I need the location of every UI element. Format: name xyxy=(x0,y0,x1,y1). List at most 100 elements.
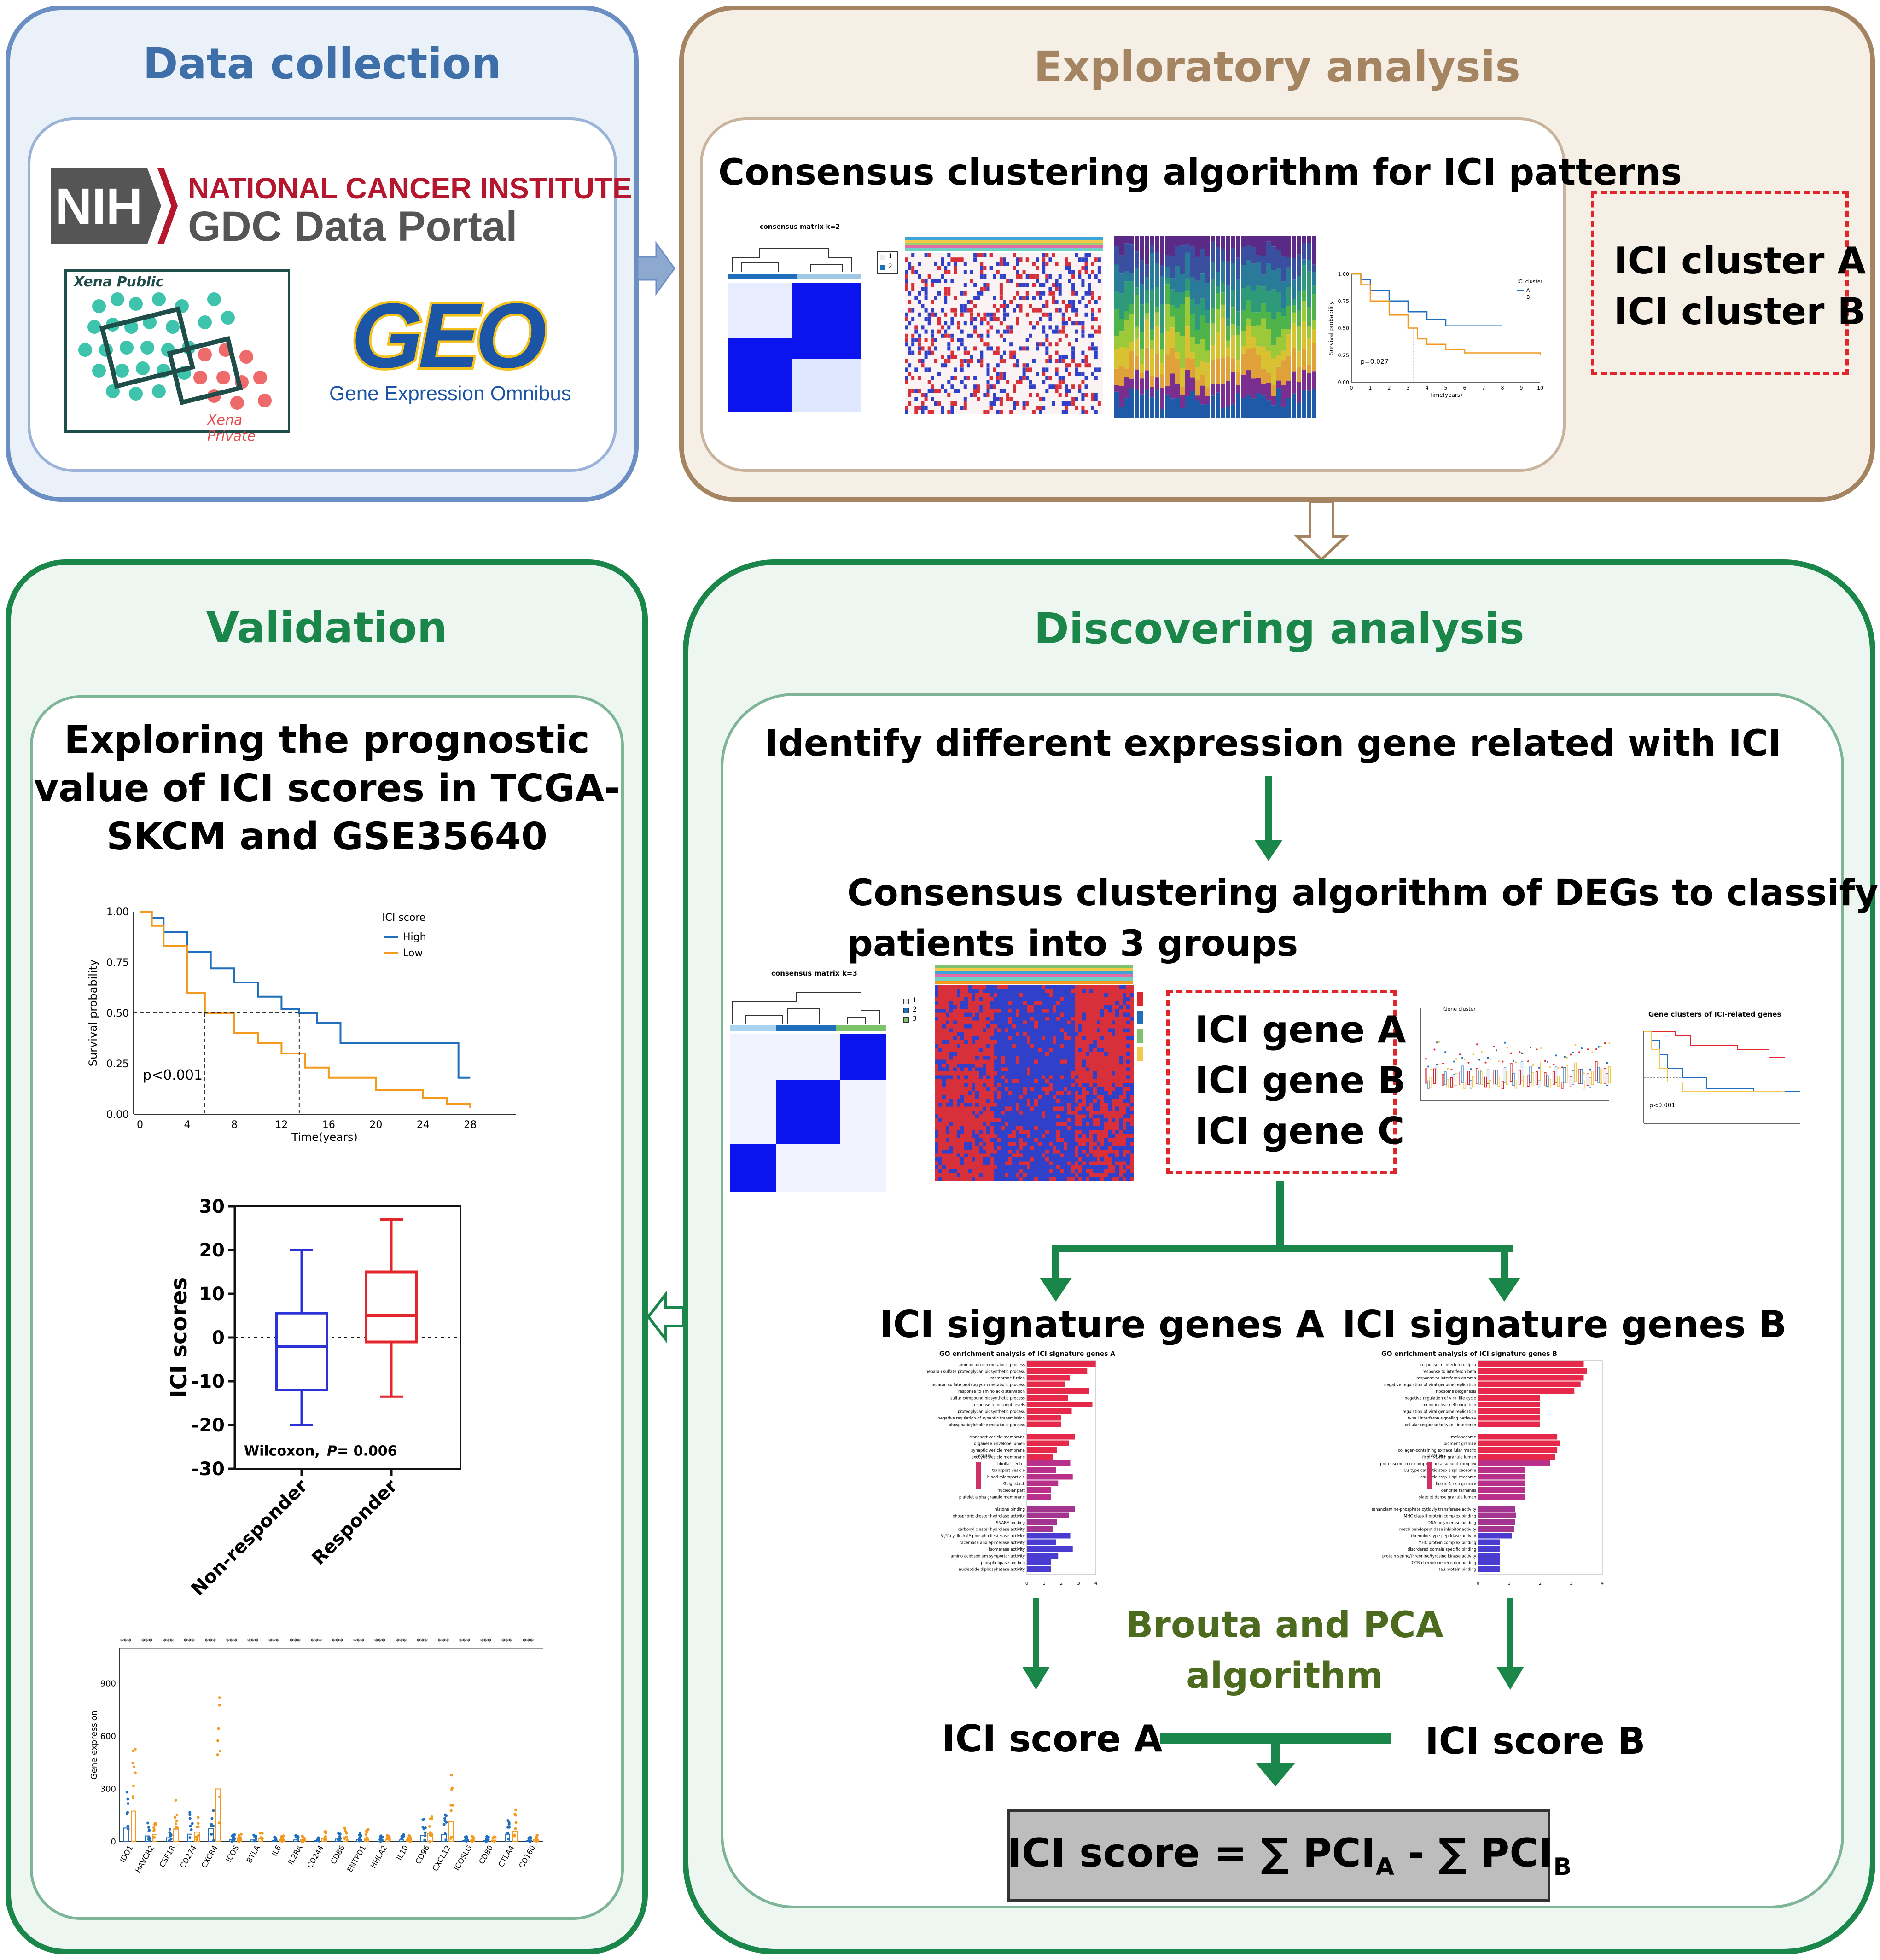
go-term-label: ficolin-1-rich granule xyxy=(1436,1482,1476,1487)
heat-cell xyxy=(1055,325,1059,330)
heat-cell xyxy=(1075,1040,1078,1044)
heat-cell xyxy=(1056,1048,1060,1052)
stacked-segment xyxy=(1211,262,1215,280)
heat-cell xyxy=(1056,1036,1060,1040)
small-box xyxy=(1600,1068,1602,1084)
heat-cell xyxy=(1060,1075,1064,1079)
heat-cell xyxy=(1089,1157,1093,1162)
heat-cell xyxy=(935,1114,938,1118)
heat-cell xyxy=(983,1052,986,1056)
heat-cell xyxy=(1009,350,1013,355)
heat-cell xyxy=(911,253,915,257)
heat-cell xyxy=(1060,1059,1064,1064)
heat-cell xyxy=(957,1044,960,1048)
heat-cell xyxy=(1060,1009,1064,1013)
heat-cell xyxy=(994,1005,997,1009)
heat-cell xyxy=(1086,1138,1089,1142)
small-box xyxy=(1506,1070,1509,1085)
heat-cell xyxy=(1019,1036,1023,1040)
heat-cell xyxy=(1078,363,1082,368)
go-term-label: transport vesicle membrane xyxy=(970,1435,1025,1440)
heat-cell xyxy=(1048,384,1052,389)
heat-cell xyxy=(1108,1122,1112,1126)
heat-cell xyxy=(1025,338,1029,342)
heat-cell xyxy=(1027,1165,1030,1169)
heat-cell xyxy=(1005,1118,1008,1122)
stacked-segment xyxy=(1216,309,1220,333)
heat-cell xyxy=(953,1040,957,1044)
go-bar xyxy=(1027,1494,1051,1500)
heat-cell xyxy=(1075,1165,1078,1169)
heat-cell xyxy=(975,1056,979,1060)
stacked-segment xyxy=(1160,363,1164,374)
small-box xyxy=(1527,1075,1530,1087)
heat-cell xyxy=(1115,1028,1119,1032)
heat-cell xyxy=(994,1040,997,1044)
heat-cell xyxy=(979,1059,983,1064)
heat-cell xyxy=(1071,985,1075,989)
heat-cell xyxy=(1034,1165,1038,1169)
heat-cell xyxy=(1060,1126,1064,1130)
heat-cell xyxy=(1030,1111,1034,1115)
heat-cell xyxy=(1019,1075,1023,1079)
heat-cell xyxy=(1084,359,1088,363)
p-value-label: p<0.001 xyxy=(143,1067,203,1083)
heat-cell xyxy=(1012,1040,1016,1044)
heat-cell xyxy=(1104,985,1108,989)
heat-cell xyxy=(1042,1114,1045,1118)
stacked-segment xyxy=(1246,300,1251,319)
heat-cell xyxy=(1056,1130,1060,1134)
heat-cell xyxy=(1045,1169,1049,1173)
heat-cell xyxy=(1126,1064,1130,1068)
heat-cell xyxy=(986,329,990,334)
heat-cell xyxy=(1005,1173,1008,1177)
stacked-segment xyxy=(1119,273,1124,294)
go-term-label: ethanolamine-phosphate cytidylyltransfer… xyxy=(1372,1507,1476,1512)
heat-cell xyxy=(994,1009,997,1013)
heat-cell xyxy=(1019,1001,1023,1005)
heat-cell xyxy=(1045,1032,1049,1036)
go-bar xyxy=(1478,1421,1540,1427)
heat-cell xyxy=(946,1036,949,1040)
heat-cell xyxy=(975,1017,979,1021)
heat-cell xyxy=(1001,1044,1005,1048)
stacked-segment xyxy=(1140,349,1144,364)
heat-cell xyxy=(1060,1122,1064,1126)
stacked-segment xyxy=(1216,246,1220,272)
heat-cell xyxy=(1042,1161,1045,1165)
heat-cell xyxy=(1001,1122,1005,1126)
heat-cell xyxy=(942,1017,946,1021)
heat-cell xyxy=(986,1165,990,1169)
heat-cell xyxy=(1045,1122,1049,1126)
heat-cell xyxy=(1029,321,1032,326)
heat-cell xyxy=(979,1103,983,1107)
heat-cell xyxy=(947,333,951,338)
y-tick-label: 0.50 xyxy=(1338,326,1350,332)
gene-point-orange xyxy=(428,1840,431,1843)
heat-cell xyxy=(1003,389,1006,393)
heat-cell xyxy=(1052,291,1055,296)
heat-cell xyxy=(1009,300,1013,304)
heat-cell xyxy=(973,296,977,300)
heat-cell xyxy=(1001,1056,1005,1060)
heat-cell xyxy=(1082,1075,1086,1079)
heat-cell xyxy=(942,1150,946,1154)
heat-cell xyxy=(986,1032,990,1036)
heat-cell xyxy=(993,304,996,308)
heat-cell xyxy=(972,1134,975,1138)
heat-cell xyxy=(935,1161,938,1165)
heat-cell xyxy=(979,1083,983,1087)
heat-cell xyxy=(972,1040,975,1044)
heat-cell xyxy=(1082,1134,1086,1138)
heat-cell xyxy=(1030,1157,1034,1162)
go-bar xyxy=(1027,1447,1057,1453)
heat-cell xyxy=(994,1064,997,1068)
heat-cell xyxy=(1089,1118,1093,1122)
heat-cell xyxy=(1060,1036,1064,1040)
heat-cell xyxy=(1049,1157,1053,1162)
consensus-k3-label: consensus matrix k=3 xyxy=(771,969,857,977)
heat-cell xyxy=(924,393,928,397)
heat-cell xyxy=(1013,253,1016,257)
heat-cell xyxy=(1056,1005,1060,1009)
heat-cell xyxy=(954,270,957,274)
